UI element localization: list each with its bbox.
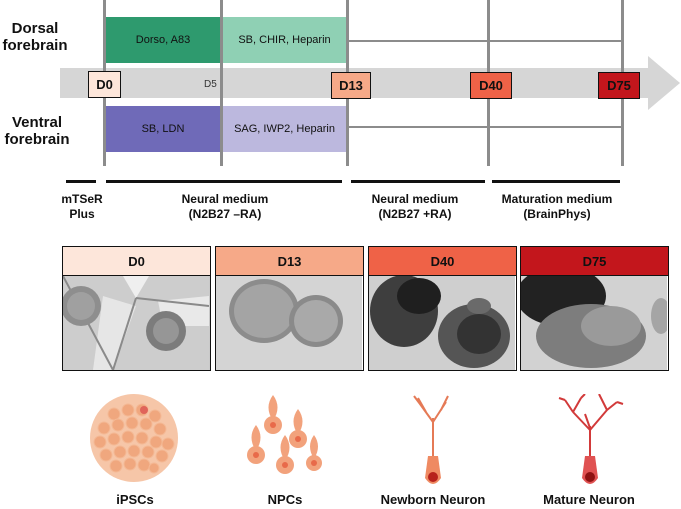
ventral-forebrain-label: Ventral forebrain	[4, 114, 70, 148]
media-bar-maturation	[492, 180, 620, 183]
panel-d75-title: D75	[521, 247, 668, 276]
panel-d40-micrograph	[369, 276, 516, 370]
cell-label-ipscs: iPSCs	[116, 492, 154, 507]
timepoint-d75: D75	[598, 72, 640, 99]
newborn-neuron-illustration	[413, 395, 449, 484]
panel-d40: D40	[368, 246, 517, 371]
panel-d75-micrograph	[521, 276, 668, 370]
ventral-box-sb-ldn: SB, LDN	[106, 106, 220, 152]
dorsal-extension-line	[348, 40, 624, 42]
panel-d13: D13	[215, 246, 364, 371]
timepoint-d0: D0	[88, 71, 121, 98]
media-label-neural-ra-minus: Neural medium (N2B27 –RA)	[181, 192, 269, 221]
media-bar-neural-ra-minus	[106, 180, 342, 183]
media-label-mtser: mTSeR Plus	[61, 192, 103, 221]
dorsal-box-chir: SB, CHIR, Heparin	[223, 17, 346, 63]
ventral-extension-line	[348, 126, 624, 128]
cell-label-newborn-neuron: Newborn Neuron	[380, 492, 486, 507]
timepoint-d5: D5	[204, 79, 217, 90]
npc-cells-illustration	[247, 395, 322, 474]
ventral-box-sag: SAG, IWP2, Heparin	[223, 106, 346, 152]
timepoint-d13: D13	[331, 72, 371, 99]
cell-label-npcs: NPCs	[267, 492, 303, 507]
mature-neuron-illustration	[558, 394, 624, 484]
panel-d75: D75	[520, 246, 669, 371]
divider-d5	[220, 0, 223, 166]
timepoint-d40: D40	[470, 72, 512, 99]
dorsal-box-dorso: Dorso, A83	[106, 17, 220, 63]
dorsal-forebrain-label: Dorsal forebrain	[2, 20, 68, 54]
media-bar-mtser	[66, 180, 96, 183]
media-label-maturation: Maturation medium (BrainPhys)	[501, 192, 613, 221]
media-label-neural-ra-plus: Neural medium (N2B27 +RA)	[371, 192, 459, 221]
cell-label-mature-neuron: Mature Neuron	[543, 492, 635, 507]
ipsc-colony-illustration	[90, 394, 178, 482]
panel-d13-micrograph	[216, 276, 363, 370]
panel-d0: D0	[62, 246, 211, 371]
panel-d40-title: D40	[369, 247, 516, 276]
media-bar-neural-ra-plus	[351, 180, 485, 183]
panel-d0-micrograph	[63, 276, 210, 370]
panel-d0-title: D0	[63, 247, 210, 276]
panel-d13-title: D13	[216, 247, 363, 276]
